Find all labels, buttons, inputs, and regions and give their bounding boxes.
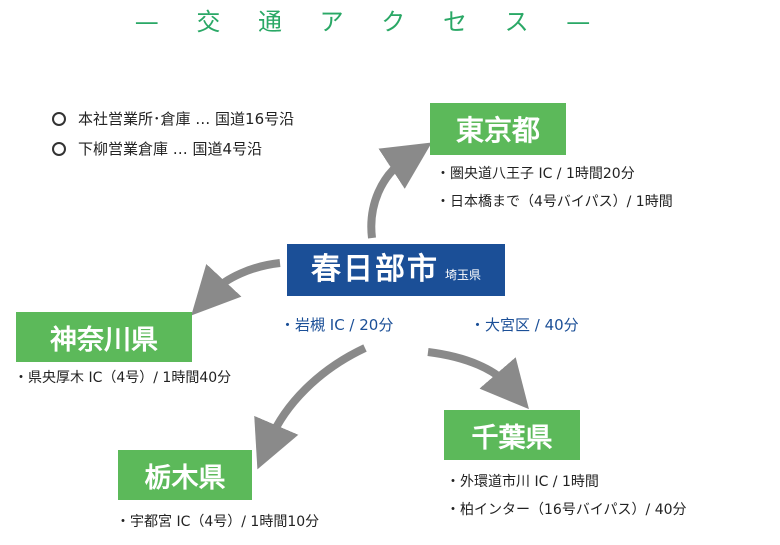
route-item: ・柏インター（16号バイパス）/ 40分 xyxy=(446,502,687,518)
route-item: ・圏央道八王子 IC / 1時間20分 xyxy=(436,166,635,182)
destination-badge-tochigi: 栃木県 xyxy=(118,450,252,500)
arrow-to-tochigi xyxy=(254,344,367,470)
circle-bullet-icon xyxy=(52,112,66,126)
route-item: ・外環道市川 IC / 1時間 xyxy=(446,474,599,490)
circle-bullet-icon xyxy=(52,142,66,156)
office-label: 本社営業所･倉庫 … 国道16号沿 xyxy=(78,110,295,128)
route-list-tochigi: ・宇都宮 IC（4号）/ 1時間10分 xyxy=(116,508,319,536)
page-title: — 交 通 ア ク セ ス — xyxy=(134,8,606,36)
arrow-to-tokyo xyxy=(367,142,432,239)
destination-badge-tokyo: 東京都 xyxy=(430,103,566,155)
office-list: 本社営業所･倉庫 … 国道16号沿 下柳営業倉庫 … 国道4号沿 xyxy=(52,104,294,164)
office-item-shimoyanagi: 下柳営業倉庫 … 国道4号沿 xyxy=(52,134,294,164)
route-item: ・宇都宮 IC（4号）/ 1時間10分 xyxy=(116,514,320,530)
route-list-tokyo: ・圏央道八王子 IC / 1時間20分 ・日本橋まで（4号バイパス）/ 1時間 xyxy=(436,160,673,216)
center-pref: 埼玉県 xyxy=(444,268,481,282)
arrow-to-kanagawa xyxy=(191,259,281,316)
arrow-to-chiba xyxy=(427,348,529,410)
route-item: ・日本橋まで（4号バイパス）/ 1時間 xyxy=(436,194,673,210)
office-label: 下柳営業倉庫 … 国道4号沿 xyxy=(78,140,263,158)
center-name: 春日部市 xyxy=(310,252,439,287)
center-route-omiya: ・大宮区 / 40分 xyxy=(470,316,579,334)
destination-badge-kanagawa: 神奈川県 xyxy=(16,312,192,362)
destination-badge-chiba: 千葉県 xyxy=(444,410,580,460)
center-route-iwatsuki: ・岩槻 IC / 20分 xyxy=(280,316,394,334)
center-badge-kasukabe: 春日部市 埼玉県 xyxy=(287,244,505,296)
office-item-honsha: 本社営業所･倉庫 … 国道16号沿 xyxy=(52,104,294,134)
route-item: ・県央厚木 IC（4号）/ 1時間40分 xyxy=(14,370,232,386)
route-list-chiba: ・外環道市川 IC / 1時間 ・柏インター（16号バイパス）/ 40分 xyxy=(446,468,687,524)
route-list-kanagawa: ・県央厚木 IC（4号）/ 1時間40分 xyxy=(14,364,231,392)
